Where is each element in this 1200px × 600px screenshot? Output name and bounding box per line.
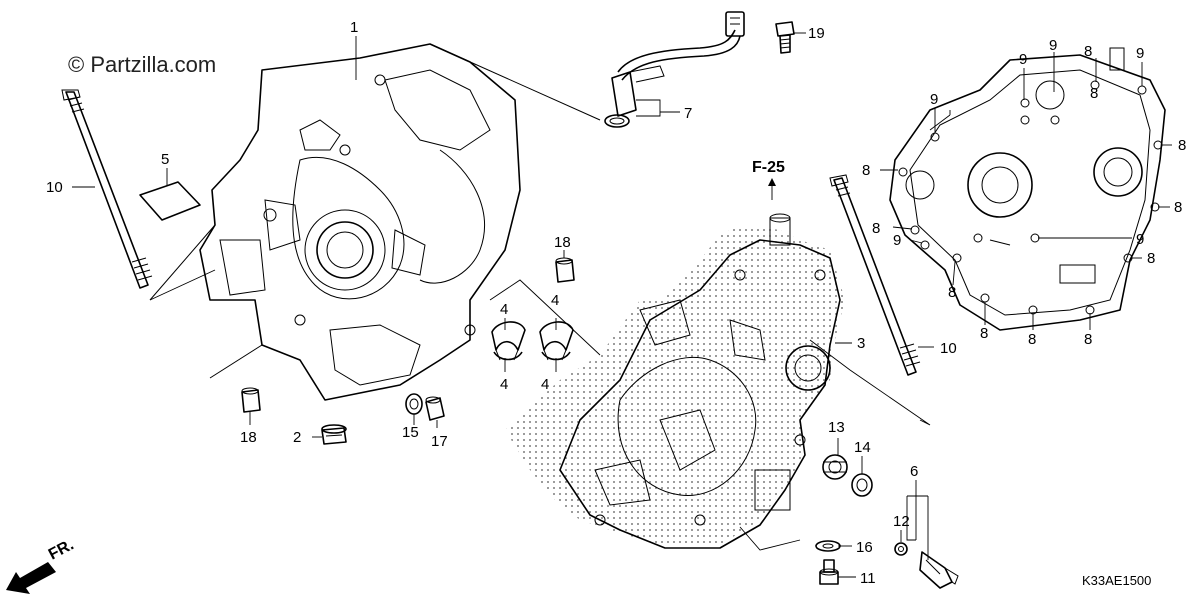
callout-9: 9 <box>930 91 938 108</box>
callout-4: 4 <box>500 301 508 318</box>
leader-lines <box>72 32 1172 578</box>
callout-8: 8 <box>1178 137 1186 154</box>
callout-3: 3 <box>857 335 865 352</box>
reference-f25: F-25 <box>752 159 785 200</box>
callout-9: 9 <box>1136 45 1144 62</box>
callout-4: 4 <box>500 376 508 393</box>
callout-4: 4 <box>551 292 559 309</box>
oil-seal-14 <box>851 473 873 497</box>
stud-bolt-left <box>61 89 153 289</box>
washer-15 <box>405 393 423 415</box>
callout-8: 8 <box>1174 199 1182 216</box>
collar-17 <box>425 396 445 421</box>
callout-19: 19 <box>808 25 825 42</box>
callout-5: 5 <box>161 151 169 168</box>
bolt-11 <box>819 559 839 585</box>
callout-8: 8 <box>862 162 870 179</box>
callout-9: 9 <box>893 232 901 249</box>
callout-8: 8 <box>948 284 956 301</box>
callout-13: 13 <box>828 419 845 436</box>
callout-12: 12 <box>893 513 910 530</box>
callout-11: 11 <box>860 570 876 587</box>
callout-8: 8 <box>1147 250 1155 267</box>
washer-12 <box>894 542 908 556</box>
callout-7: 7 <box>684 105 692 122</box>
bearing-13 <box>822 454 848 480</box>
neutral-switch-6 <box>919 551 959 589</box>
direction-label: FR. <box>46 536 77 563</box>
callout-9: 9 <box>1019 51 1027 68</box>
callout-14: 14 <box>854 439 871 456</box>
callout-18: 18 <box>240 429 257 446</box>
callout-15: 15 <box>402 424 419 441</box>
callout-18: 18 <box>554 234 571 251</box>
dowel-pin-upper <box>555 257 575 283</box>
left-crankcase-half <box>149 43 601 401</box>
crankcase-side-view <box>889 47 1166 331</box>
callout-6: 6 <box>910 463 918 480</box>
front-direction-indicator: FR. <box>6 536 77 594</box>
callout-17: 17 <box>431 433 448 450</box>
callout-labels: 1 2 3 4 4 4 4 5 6 7 8 8 8 8 8 8 8 8 8 8 … <box>46 19 1186 587</box>
callout-2: 2 <box>293 429 301 446</box>
callout-9: 9 <box>1136 231 1144 248</box>
oil-strainer-screen <box>139 181 201 221</box>
washer-16 <box>815 540 841 552</box>
drain-plug <box>321 424 347 445</box>
bearing-shells-right <box>539 321 574 361</box>
speed-sensor <box>604 11 745 128</box>
callout-1: 1 <box>350 19 358 36</box>
callout-8: 8 <box>1090 85 1098 102</box>
bearing-shells-left <box>491 321 526 361</box>
bolt-19 <box>775 21 795 54</box>
callout-8: 8 <box>1028 331 1036 348</box>
diagram-code: K33AE1500 <box>1082 573 1151 588</box>
callout-8: 8 <box>872 220 880 237</box>
callout-10: 10 <box>940 340 957 357</box>
callout-8: 8 <box>1084 331 1092 348</box>
callout-8: 8 <box>1084 43 1092 60</box>
watermark-text: © Partzilla.com <box>68 52 216 77</box>
callout-4: 4 <box>541 376 549 393</box>
callout-9: 9 <box>1049 37 1057 54</box>
ref-label: F-25 <box>752 159 785 176</box>
right-crankcase-half <box>505 213 845 549</box>
stud-bolt-right <box>829 174 921 376</box>
dowel-pin-lower <box>241 387 261 413</box>
callout-16: 16 <box>856 539 873 556</box>
callout-8: 8 <box>980 325 988 342</box>
callout-10: 10 <box>46 179 63 196</box>
